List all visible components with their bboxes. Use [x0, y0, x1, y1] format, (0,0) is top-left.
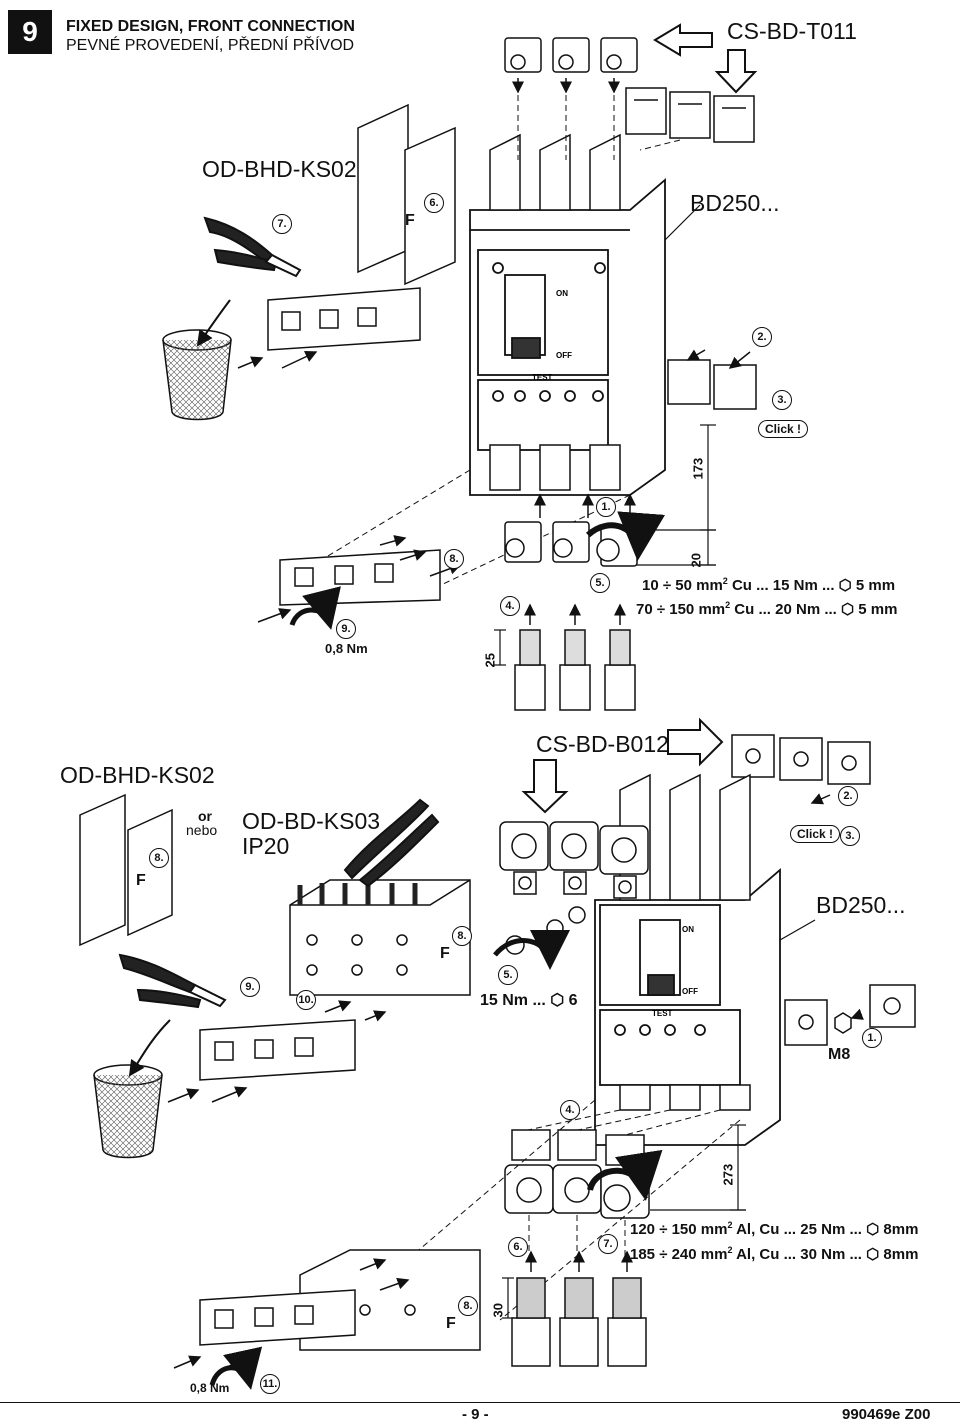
terminal-lugs-bottom-upper — [499, 821, 649, 955]
breaker-terminals-top — [489, 133, 621, 491]
dimension-173: 173 — [690, 457, 706, 480]
part-bd250: BD250... — [690, 190, 780, 216]
part-od-bhd-ks02: OD-BHD-KS02 — [202, 156, 357, 182]
torque-15nm: 15 Nm ... ⬡ 6 — [480, 992, 578, 1009]
waste-bin-icon-top — [162, 329, 232, 421]
side-covers-top — [667, 359, 757, 410]
on-label: ON — [556, 289, 568, 298]
on-label-bottom: ON — [682, 925, 694, 934]
dimension-30: 30 — [490, 1303, 506, 1318]
step-9: 9. — [336, 619, 356, 639]
terminal-lugs-top — [504, 37, 638, 73]
part-od-bd-ks03: OD-BD-KS03 — [242, 808, 381, 834]
off-label: OFF — [556, 351, 572, 360]
test-label-bottom: TEST — [652, 1009, 673, 1018]
terminal-cover-block-bottom — [199, 1019, 356, 1081]
or-label: or — [198, 808, 212, 824]
step-3: 3. — [772, 390, 792, 410]
terminal-shroud-ip20 — [289, 879, 471, 996]
step-11: 11. — [260, 1374, 280, 1394]
off-label-bottom: OFF — [682, 987, 698, 996]
step-4: 4. — [500, 596, 520, 616]
part-bd250-bottom: BD250... — [816, 892, 906, 918]
click-label-bottom: Click ! — [790, 825, 841, 843]
spec-line-2: 70 ÷ 150 mm2 Cu ... 20 Nm ... ⬡ 5 mm — [636, 600, 898, 618]
pliers-icon-bottom — [118, 798, 440, 1009]
step-1-bottom: 1. — [862, 1028, 882, 1048]
spec-line-2-bottom: 185 ÷ 240 mm2 Al, Cu ... 30 Nm ... ⬡ 8mm — [630, 1245, 919, 1263]
big-arrow-down-icon — [714, 49, 758, 94]
waste-bin-icon-bottom — [93, 1064, 163, 1159]
step-3-bottom: 3. — [840, 826, 860, 846]
part-od-bhd-ks02-bottom: OD-BHD-KS02 — [60, 762, 215, 788]
document-code: 990469e Z00 — [842, 1406, 931, 1423]
spec-line-1-bottom: 120 ÷ 150 mm2 Al, Cu ... 25 Nm ... ⬡ 8mm — [630, 1220, 919, 1238]
step-6: 6. — [424, 193, 444, 213]
big-arrow-left-icon — [653, 23, 713, 57]
ip20-label: IP20 — [242, 833, 290, 859]
terminal-covers-bottom — [731, 734, 871, 785]
step-9-bottom: 9. — [240, 977, 260, 997]
page-number: - 9 - — [462, 1406, 489, 1423]
test-label: TEST — [532, 373, 553, 382]
step-6-bottom: 6. — [508, 1237, 528, 1257]
step-5-bottom: 5. — [498, 965, 518, 985]
terminal-covers-top — [625, 87, 755, 143]
step-5: 5. — [590, 573, 610, 593]
cables-bottom — [511, 1277, 647, 1367]
step-2: 2. — [752, 327, 772, 347]
part-cs-bd-b012: CS-BD-B012 — [536, 731, 669, 757]
dimension-20: 20 — [688, 553, 704, 568]
step-badge: 9 — [8, 10, 52, 54]
torque-0-8-bottom: 0,8 Nm — [190, 1381, 230, 1395]
cables-top — [514, 629, 636, 711]
big-arrow-down-icon-bottom — [521, 759, 569, 814]
nebo-label: nebo — [186, 822, 218, 838]
dimension-25: 25 — [482, 653, 498, 668]
title-english: FIXED DESIGN, FRONT CONNECTION — [66, 18, 355, 35]
title-czech: PEVNÉ PROVEDENÍ, PŘEDNÍ PŘÍVOD — [66, 37, 355, 54]
terminal-cover-block-lower — [279, 549, 441, 606]
spec-line-1: 10 ÷ 50 mm2 Cu ... 15 Nm ... ⬡ 5 mm — [642, 576, 896, 594]
torque-0-8-top: 0,8 Nm — [325, 641, 368, 656]
step-7: 7. — [272, 214, 292, 234]
step-2-bottom: 2. — [838, 786, 858, 806]
step-8-bottom-lower: 8. — [458, 1296, 478, 1316]
force-label-lower: F — [446, 1315, 456, 1332]
part-cs-bd-t011: CS-BD-T011 — [727, 18, 857, 44]
side-covers-bottom — [784, 984, 916, 1046]
step-8-bottom: 8. — [452, 926, 472, 946]
pliers-icon-top — [203, 216, 302, 278]
dimension-273: 273 — [720, 1163, 736, 1186]
step-10: 10. — [296, 990, 316, 1010]
phase-barriers-bottom — [79, 793, 173, 947]
terminal-cover-block-bottom-lower — [199, 1289, 356, 1346]
force-label-shroud: F — [440, 945, 450, 962]
terminal-cover-block-top — [267, 287, 421, 351]
step-7-bottom: 7. — [598, 1234, 618, 1254]
step-1: 1. — [596, 497, 616, 517]
click-label: Click ! — [758, 420, 809, 438]
force-label: F — [405, 212, 415, 229]
step-8-bottom-left: 8. — [149, 848, 169, 868]
force-label-bottom: F — [136, 872, 146, 889]
m8-label: M8 — [828, 1046, 851, 1063]
step-8: 8. — [444, 549, 464, 569]
footer-rule — [0, 1402, 960, 1403]
circuit-breaker-top — [469, 178, 666, 496]
big-arrow-right-icon — [667, 717, 724, 767]
step-4-bottom: 4. — [560, 1100, 580, 1120]
